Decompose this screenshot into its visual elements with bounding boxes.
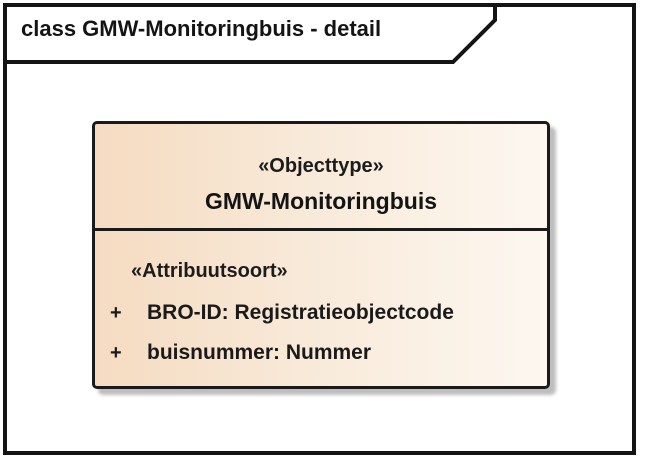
class-stereotype: «Objecttype»: [258, 155, 384, 177]
attribute-visibility: +: [110, 342, 122, 364]
attribute-row: + BRO-ID: Registratieobjectcode: [95, 293, 547, 333]
class-attributes-compartment: «Attribuutsoort» + BRO-ID: Registratieob…: [95, 231, 547, 373]
frame-title: class GMW-Monitoringbuis - detail: [21, 16, 382, 41]
frame-title-tab: [3, 3, 497, 64]
attribute-visibility: +: [110, 302, 122, 324]
class-header-compartment: «Objecttype» GMW-Monitoringbuis: [95, 124, 547, 231]
class-name: GMW-Monitoringbuis: [204, 188, 438, 214]
attribute-text: buisnummer: Nummer: [147, 341, 372, 364]
attribute-row: + buisnummer: Nummer: [95, 333, 547, 373]
attribute-text: BRO-ID: Registratieobjectcode: [147, 301, 454, 324]
frame-title-tab-shape: [3, 3, 497, 64]
attributes-stereotype: «Attribuutsoort»: [131, 260, 288, 282]
class-box-gmw-monitoringbuis: «Objecttype» GMW-Monitoringbuis «Attribu…: [92, 121, 550, 389]
